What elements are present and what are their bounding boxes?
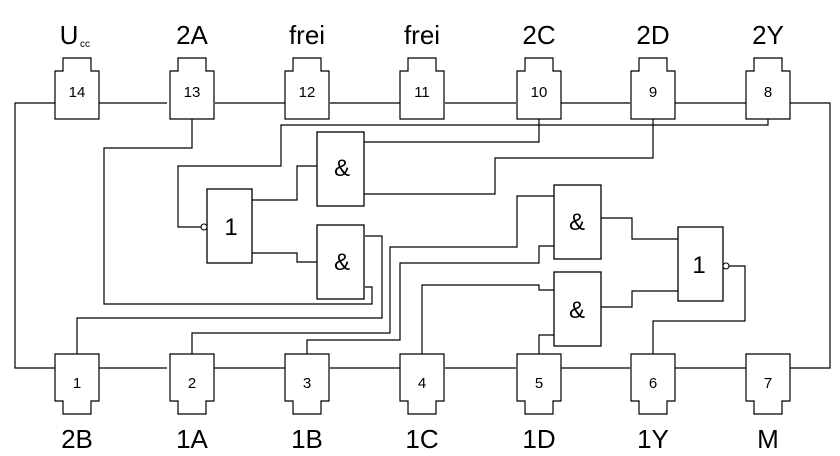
and-gate-1b: & bbox=[553, 271, 602, 347]
wire-gate1-to-or bbox=[252, 165, 317, 201]
wire-2a bbox=[103, 119, 373, 305]
vcc-wire bbox=[14, 102, 55, 369]
pin-body bbox=[169, 57, 215, 120]
pin-number: 8 bbox=[764, 84, 772, 101]
pin-label: 2C bbox=[522, 20, 555, 50]
pin-3: 3 1B bbox=[284, 353, 330, 454]
pin-9: 9 2D bbox=[630, 20, 676, 120]
wire-2y bbox=[177, 119, 769, 228]
wire-2d bbox=[364, 119, 654, 195]
pin-label: 2Y bbox=[752, 20, 784, 50]
pin-label: 2A bbox=[176, 20, 208, 50]
gate-body bbox=[316, 131, 365, 207]
pin-number: 5 bbox=[535, 375, 543, 392]
pin-body bbox=[745, 57, 791, 120]
pin-8: 8 2Y bbox=[745, 20, 791, 120]
wire-2c bbox=[364, 119, 540, 143]
pin-label: U bbox=[60, 20, 79, 50]
pin-body bbox=[630, 353, 676, 415]
pin-2: 2 1A bbox=[169, 353, 215, 454]
gate-body bbox=[553, 271, 602, 347]
gate-body bbox=[316, 224, 365, 300]
gate-body bbox=[206, 188, 253, 264]
pin-label: frei bbox=[289, 20, 325, 50]
pin-number: 6 bbox=[649, 375, 657, 392]
pin-number: 9 bbox=[649, 84, 657, 101]
pin-body bbox=[169, 353, 215, 415]
wire-1y bbox=[652, 265, 746, 354]
and-symbol: & bbox=[569, 209, 585, 236]
pin-number: 12 bbox=[299, 84, 316, 101]
pin-4: 4 1C bbox=[399, 353, 445, 454]
and-symbol: & bbox=[334, 249, 350, 276]
pin-7: 7M bbox=[745, 353, 791, 454]
pin-number: 7 bbox=[764, 375, 772, 392]
gate-body bbox=[553, 184, 602, 260]
pin-label: 1A bbox=[176, 424, 208, 454]
pin-label: 1C bbox=[405, 424, 438, 454]
pin-number: 11 bbox=[414, 84, 430, 101]
pin-11: 11 frei bbox=[399, 20, 445, 120]
pin-label: 2D bbox=[636, 20, 669, 50]
pin-label: 2B bbox=[61, 424, 93, 454]
and-gate-2a: & bbox=[316, 131, 365, 207]
pin-number: 10 bbox=[531, 84, 548, 101]
pin-body bbox=[54, 353, 100, 415]
inversion-bubble bbox=[722, 262, 730, 270]
pin-1: 1 2B bbox=[54, 353, 100, 454]
gnd-wire bbox=[786, 102, 831, 369]
pin-label: M bbox=[757, 424, 779, 454]
pin-number: 2 bbox=[188, 375, 196, 392]
pin-label: 1B bbox=[291, 424, 323, 454]
or-symbol: 1 bbox=[224, 214, 237, 241]
pin-5: 5 1D bbox=[516, 353, 562, 454]
pin-body bbox=[399, 353, 445, 415]
wire-gate4-to-or bbox=[601, 290, 678, 308]
or-symbol: 1 bbox=[692, 252, 705, 279]
wire-1a bbox=[191, 195, 554, 354]
wire-1b bbox=[306, 245, 554, 354]
nor-gate-1: 1 bbox=[677, 226, 730, 302]
pin-6: 6 1Y bbox=[630, 353, 676, 454]
pin-number: 1 bbox=[73, 375, 81, 392]
pin-label: 1Y bbox=[637, 424, 669, 454]
wire-gate3-to-or bbox=[601, 217, 678, 240]
wire-gate2-to-or bbox=[252, 252, 317, 263]
pin-number: 14 bbox=[69, 84, 86, 101]
wire-1d bbox=[538, 334, 554, 354]
pin-body bbox=[284, 353, 330, 415]
pin-number: 3 bbox=[303, 375, 311, 392]
pin-body bbox=[516, 57, 562, 120]
pin-label-subscript: cc bbox=[80, 39, 90, 50]
gate-body bbox=[677, 226, 724, 302]
pin-10: 10 2C bbox=[516, 20, 562, 120]
pin-body bbox=[630, 57, 676, 120]
and-gate-2b: & bbox=[316, 224, 365, 300]
wire-2b bbox=[76, 235, 383, 354]
pin-13: 13 2A bbox=[169, 20, 215, 120]
pin-body bbox=[284, 57, 330, 120]
pin-body bbox=[516, 353, 562, 415]
pin-body bbox=[54, 57, 100, 120]
pin-label: 1D bbox=[522, 424, 555, 454]
pin-12: 12 frei bbox=[284, 20, 330, 120]
pin-body bbox=[399, 57, 445, 120]
wires bbox=[14, 102, 831, 369]
inversion-bubble bbox=[200, 223, 208, 231]
and-symbol: & bbox=[334, 155, 350, 182]
wire-1c bbox=[421, 284, 554, 354]
and-gate-1a: & bbox=[553, 184, 602, 260]
pin-body bbox=[745, 353, 791, 415]
pin-number: 13 bbox=[184, 84, 201, 101]
nor-gate-2: 1 bbox=[200, 188, 253, 264]
pin-number: 4 bbox=[418, 375, 426, 392]
and-symbol: & bbox=[569, 297, 585, 324]
pin-label: frei bbox=[404, 20, 440, 50]
